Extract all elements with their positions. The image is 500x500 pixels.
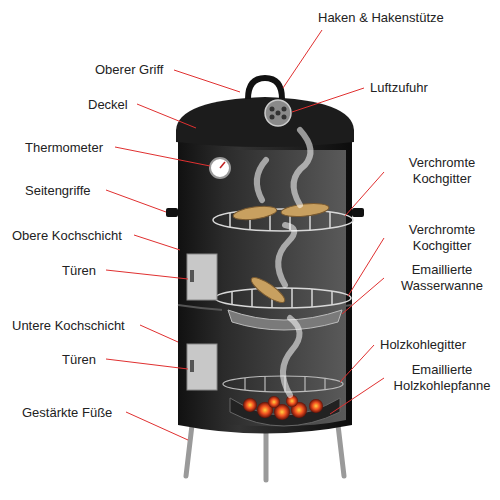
door-handle bbox=[190, 360, 194, 372]
air-vent bbox=[265, 100, 291, 126]
charcoal-pan bbox=[230, 398, 340, 426]
door bbox=[187, 344, 217, 390]
part-label: Türen bbox=[62, 263, 96, 279]
part-label: Luftzufuhr bbox=[370, 80, 428, 96]
part-label: Seitengriffe bbox=[25, 183, 91, 199]
door bbox=[187, 254, 217, 300]
fish bbox=[232, 204, 277, 222]
smoke bbox=[257, 130, 311, 395]
lid bbox=[176, 97, 354, 147]
leader-lines bbox=[106, 30, 384, 440]
part-label: Thermometer bbox=[25, 140, 103, 156]
part-label: Oberer Griff bbox=[95, 62, 163, 78]
part-label: Türen bbox=[62, 352, 96, 368]
side-handle bbox=[166, 208, 178, 217]
top-handle bbox=[248, 78, 282, 99]
part-label: Gestärkte Füße bbox=[22, 405, 112, 421]
part-label: Untere Kochschicht bbox=[12, 318, 125, 334]
part-label: Holzkohlegitter bbox=[380, 337, 466, 353]
part-label: Verchromte Kochgitter bbox=[390, 222, 494, 254]
fish bbox=[281, 202, 330, 219]
part-label: Verchromte Kochgitter bbox=[390, 155, 494, 187]
part-label: Emaillierte Holzkohlepfanne bbox=[390, 362, 494, 394]
thermometer bbox=[210, 158, 230, 178]
part-label: Haken & Hakenstütze bbox=[318, 10, 444, 26]
door-handle bbox=[190, 270, 194, 282]
part-label: Deckel bbox=[88, 97, 128, 113]
part-label: Emaillierte Wasserwanne bbox=[390, 262, 494, 294]
charcoal bbox=[243, 395, 323, 420]
side-handle bbox=[352, 208, 364, 217]
smoker-body bbox=[178, 136, 352, 434]
water-pan bbox=[228, 310, 342, 330]
part-label: Obere Kochschicht bbox=[12, 228, 122, 244]
